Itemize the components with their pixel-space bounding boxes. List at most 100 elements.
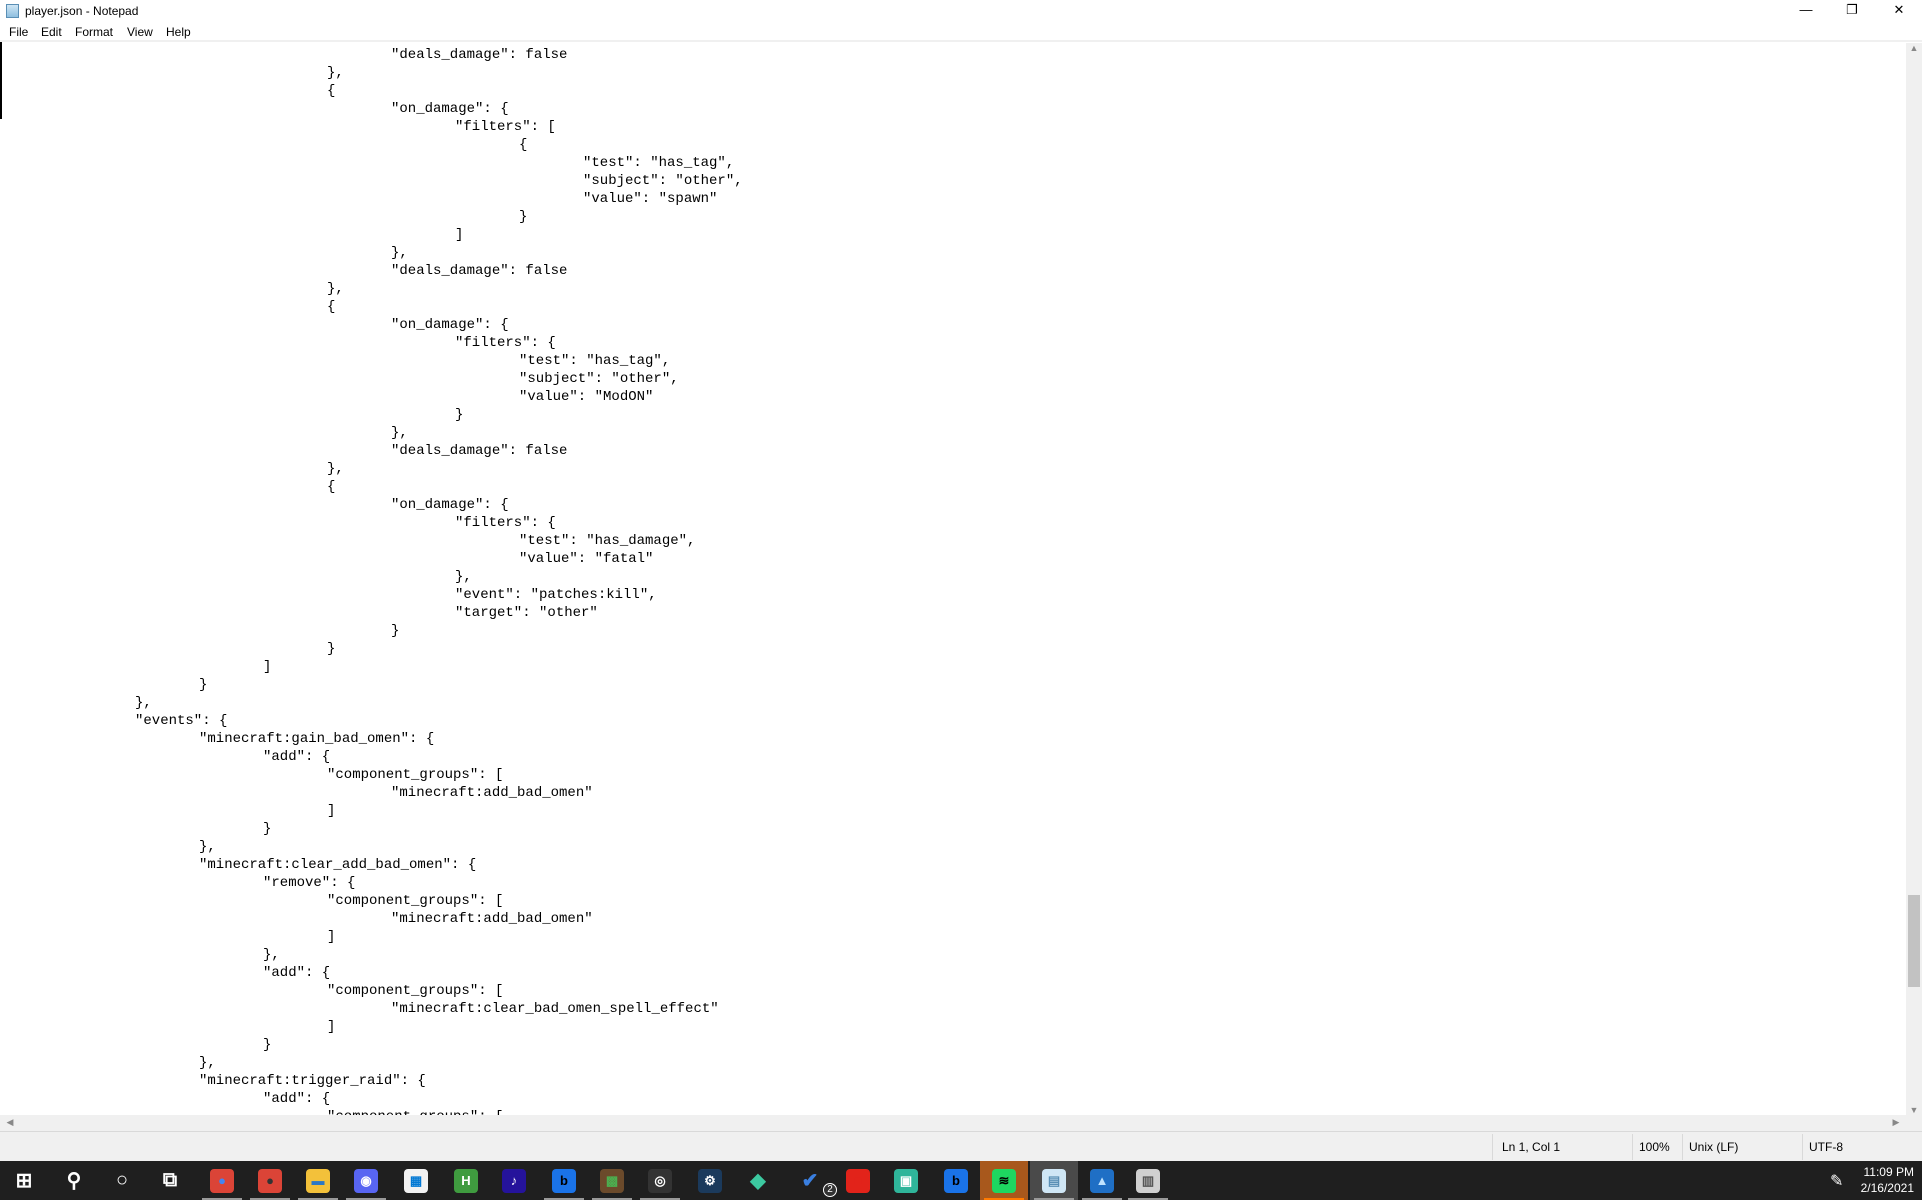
- taskbar-roblox-button[interactable]: ■: [834, 1161, 882, 1200]
- taskbar-task-view-button[interactable]: ⧉: [146, 1161, 194, 1200]
- running-indicator: [592, 1198, 632, 1200]
- menu-format[interactable]: Format: [75, 25, 114, 39]
- taskbar-spotify-button[interactable]: ≋: [980, 1161, 1028, 1200]
- running-indicator: [1082, 1198, 1122, 1200]
- background-window-edge: [0, 0, 2, 119]
- steam-icon: ⚙: [698, 1168, 722, 1193]
- editor-line: "filters": {: [7, 515, 556, 531]
- h-app-icon: H: [454, 1168, 478, 1193]
- vertical-scroll-thumb[interactable]: [1908, 895, 1920, 987]
- editor-line: "on_damage": {: [7, 317, 509, 333]
- editor-line: }: [7, 677, 208, 693]
- file-explorer-icon: ▬: [306, 1168, 330, 1193]
- status-divider: [1802, 1134, 1803, 1160]
- editor-line: {: [7, 83, 336, 99]
- close-button[interactable]: ✕: [1893, 2, 1905, 17]
- editor-line: {: [7, 479, 336, 495]
- taskbar-b-app-button[interactable]: b: [540, 1161, 588, 1200]
- restore-button[interactable]: ❐: [1846, 2, 1858, 17]
- editor-line: "on_damage": {: [7, 497, 509, 513]
- scroll-up-icon[interactable]: ▲: [1909, 43, 1919, 53]
- taskbar-obs-button[interactable]: ◎: [636, 1161, 684, 1200]
- menu-help[interactable]: Help: [166, 25, 191, 39]
- editor-line: "deals_damage": false: [7, 443, 568, 459]
- editor-line: "minecraft:clear_add_bad_omen": {: [7, 857, 477, 873]
- pen-workspace-icon[interactable]: ✎: [1830, 1173, 1844, 1190]
- running-indicator: [1034, 1198, 1074, 1200]
- diamond-app-icon: ◆: [750, 1170, 766, 1192]
- editor-line: }: [7, 407, 464, 423]
- status-bar: Ln 1, Col 1 100% Unix (LF) UTF-8: [0, 1131, 1922, 1161]
- taskbar-photos-button[interactable]: ▲: [1078, 1161, 1126, 1200]
- editor-line: "component_groups": [: [7, 893, 504, 909]
- start-icon: ⊞: [15, 1170, 33, 1192]
- horizontal-scrollbar[interactable]: ◀ ▶: [0, 1115, 1906, 1131]
- scroll-right-icon[interactable]: ▶: [1892, 1117, 1900, 1127]
- clock[interactable]: 11:09 PM 2/16/2021: [1861, 1164, 1914, 1196]
- editor-line: }: [7, 641, 336, 657]
- encoding: UTF-8: [1809, 1140, 1843, 1154]
- taskbar-h-app-button[interactable]: H: [442, 1161, 490, 1200]
- search-icon: ⚲: [66, 1170, 82, 1192]
- editor-line: "remove": {: [7, 875, 356, 891]
- taskbar-search-button[interactable]: ⚲: [50, 1161, 98, 1200]
- menu-bar: File Edit Format View Help: [0, 22, 1922, 42]
- editor-line: "minecraft:gain_bad_omen": {: [7, 731, 435, 747]
- running-indicator: [1128, 1198, 1168, 1200]
- roblox-icon: ■: [846, 1168, 870, 1193]
- running-indicator: [298, 1198, 338, 1200]
- taskbar-diamond-app-button[interactable]: ◆: [734, 1161, 782, 1200]
- cursor-position: Ln 1, Col 1: [1502, 1140, 1561, 1154]
- photos-icon: ▲: [1090, 1168, 1114, 1193]
- menu-view[interactable]: View: [127, 25, 153, 39]
- taskbar-chrome-profile-button[interactable]: ●: [246, 1161, 294, 1200]
- taskbar-minecraft-button[interactable]: ▩: [588, 1161, 636, 1200]
- menu-file[interactable]: File: [9, 25, 29, 39]
- taskbar-green-app-button[interactable]: ▣: [882, 1161, 930, 1200]
- clock-date: 2/16/2021: [1860, 1181, 1914, 1195]
- task-view-icon: ⧉: [162, 1169, 178, 1191]
- taskbar-b-app-2-button[interactable]: b: [932, 1161, 980, 1200]
- editor-line: }: [7, 623, 400, 639]
- running-indicator: [984, 1198, 1024, 1200]
- taskbar-chrome-button[interactable]: ●: [198, 1161, 246, 1200]
- discord-icon: ◉: [354, 1168, 378, 1193]
- taskbar-file-explorer-button[interactable]: ▬: [294, 1161, 342, 1200]
- title-bar: player.json - Notepad — ❐ ✕: [0, 0, 1922, 22]
- taskbar-steam-button[interactable]: ⚙: [686, 1161, 734, 1200]
- taskbar-start-button[interactable]: ⊞: [0, 1161, 48, 1200]
- minimize-button[interactable]: —: [1799, 2, 1813, 17]
- editor-line: "filters": {: [7, 335, 556, 351]
- todo-icon: ✔: [801, 1170, 819, 1192]
- scroll-left-icon[interactable]: ◀: [6, 1117, 14, 1127]
- taskbar-amazon-music-button[interactable]: ♪: [490, 1161, 538, 1200]
- editor-line: "test": "has_damage",: [7, 533, 696, 549]
- clock-time: 11:09 PM: [1863, 1165, 1914, 1179]
- editor-line: ]: [7, 1019, 336, 1035]
- running-indicator: [544, 1198, 584, 1200]
- status-divider: [1682, 1134, 1683, 1160]
- editor-line: "on_damage": {: [7, 101, 509, 117]
- taskbar-microsoft-store-button[interactable]: ▦: [392, 1161, 440, 1200]
- taskbar-notepad-button[interactable]: ▤: [1030, 1161, 1078, 1200]
- vertical-scrollbar[interactable]: ▲ ▼: [1906, 43, 1922, 1115]
- taskbar-discord-button[interactable]: ◉: [342, 1161, 390, 1200]
- editor-line: ]: [7, 803, 336, 819]
- taskbar-cortana-button[interactable]: ○: [98, 1161, 146, 1200]
- running-indicator: [346, 1198, 386, 1200]
- notepad-icon: ▤: [1042, 1168, 1066, 1193]
- window-title: player.json - Notepad: [25, 4, 139, 18]
- line-ending: Unix (LF): [1689, 1140, 1739, 1154]
- editor-line: "add": {: [7, 1091, 331, 1107]
- taskbar-device-app-button[interactable]: ▥: [1124, 1161, 1172, 1200]
- microsoft-store-icon: ▦: [404, 1168, 428, 1193]
- taskbar-todo-button[interactable]: ✔2: [786, 1161, 837, 1200]
- editor-line: "minecraft:add_bad_omen": [7, 785, 593, 801]
- menu-edit[interactable]: Edit: [41, 25, 62, 39]
- editor-line: "minecraft:trigger_raid": {: [7, 1073, 426, 1089]
- scroll-down-icon[interactable]: ▼: [1909, 1105, 1919, 1115]
- editor-line: }: [7, 821, 272, 837]
- text-editor[interactable]: "deals_damage": false }, { "on_damage": …: [0, 43, 1906, 1115]
- editor-line: },: [7, 839, 216, 855]
- editor-line: ]: [7, 929, 336, 945]
